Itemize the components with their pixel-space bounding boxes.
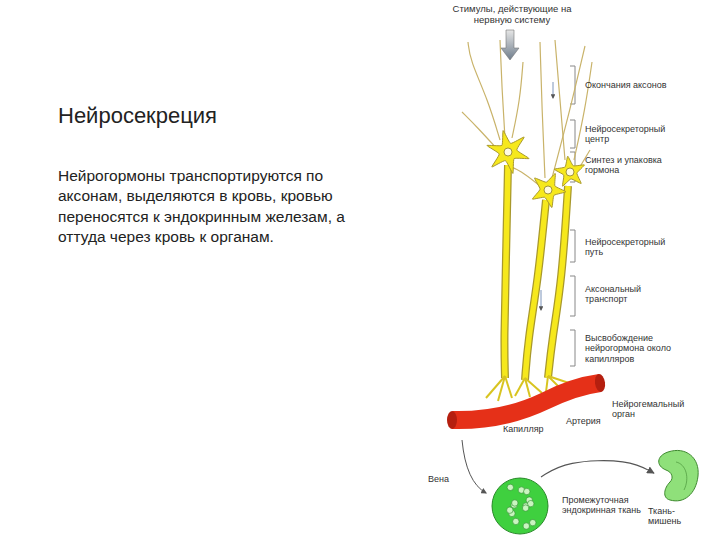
cell	[522, 505, 528, 511]
axon-terminal	[515, 378, 525, 396]
dendrite	[540, 42, 545, 178]
nucleus	[504, 148, 512, 156]
part-label: Нейросекреторный путь	[585, 237, 680, 258]
cell	[524, 488, 530, 494]
axon-terminal	[525, 378, 542, 393]
neurons	[462, 40, 592, 401]
part-label: Высвобождение нейрогормона около капилля…	[585, 333, 680, 364]
zone-brackets	[570, 66, 575, 366]
part-label: Окончания аксонов	[585, 80, 680, 90]
part-label: Аксональный транспорт	[585, 284, 680, 305]
kidney-detail	[676, 462, 687, 490]
axon	[525, 200, 546, 380]
axon-outline	[548, 186, 568, 378]
cell	[507, 507, 513, 513]
endocrine-tissue: Промежуточная эндокринная ткань	[490, 477, 550, 535]
dendrite	[574, 62, 592, 160]
target-tissue: Ткань-мишень	[654, 448, 700, 504]
kidney-shape	[654, 448, 700, 504]
cell	[507, 484, 513, 490]
axon-outline	[504, 165, 508, 378]
axon-outline	[525, 200, 546, 380]
stimulus-label: Стимулы, действующие на нервную систему	[447, 4, 577, 26]
dendrite	[500, 40, 505, 138]
cell	[528, 500, 534, 506]
neuron-body	[532, 174, 565, 208]
axon-terminal	[546, 376, 548, 392]
kidney-outline	[659, 450, 698, 500]
part-label: Нейросекреторный центр	[585, 124, 680, 145]
tissue-label: Промежуточная эндокринная ткань	[562, 495, 644, 516]
slide-title: Нейросекреция	[58, 103, 217, 129]
neuron-body	[487, 131, 529, 174]
body-text: Нейрогормоны транспортируются по аксонам…	[58, 166, 380, 248]
axon	[504, 165, 508, 378]
nucleus	[566, 168, 574, 176]
flow-connector	[541, 461, 654, 477]
dendrite	[468, 42, 500, 140]
stimulus-arrow	[501, 30, 519, 60]
part-label: Вена	[428, 474, 458, 484]
part-label: Синтез и упаковка гормона	[585, 155, 680, 176]
axon-terminal	[498, 376, 505, 401]
neuron-body	[554, 156, 584, 186]
cell	[513, 518, 519, 524]
tissue-label: Ткань-мишень	[648, 506, 702, 527]
flow-arrow	[462, 440, 486, 493]
part-label: Капилляр	[503, 424, 563, 434]
tissue-outline	[492, 478, 548, 534]
tissue-circle	[490, 477, 550, 535]
dendrite	[555, 40, 565, 160]
cell	[512, 500, 518, 506]
cell	[523, 523, 529, 529]
nucleus	[544, 186, 552, 194]
axon	[548, 186, 568, 378]
axon-terminal	[505, 376, 512, 398]
cell	[530, 519, 536, 525]
dendrite	[512, 62, 523, 138]
part-label: Артерия	[566, 416, 616, 426]
dendrite	[462, 112, 498, 150]
part-label: Нейрогемальный орган	[612, 399, 702, 420]
